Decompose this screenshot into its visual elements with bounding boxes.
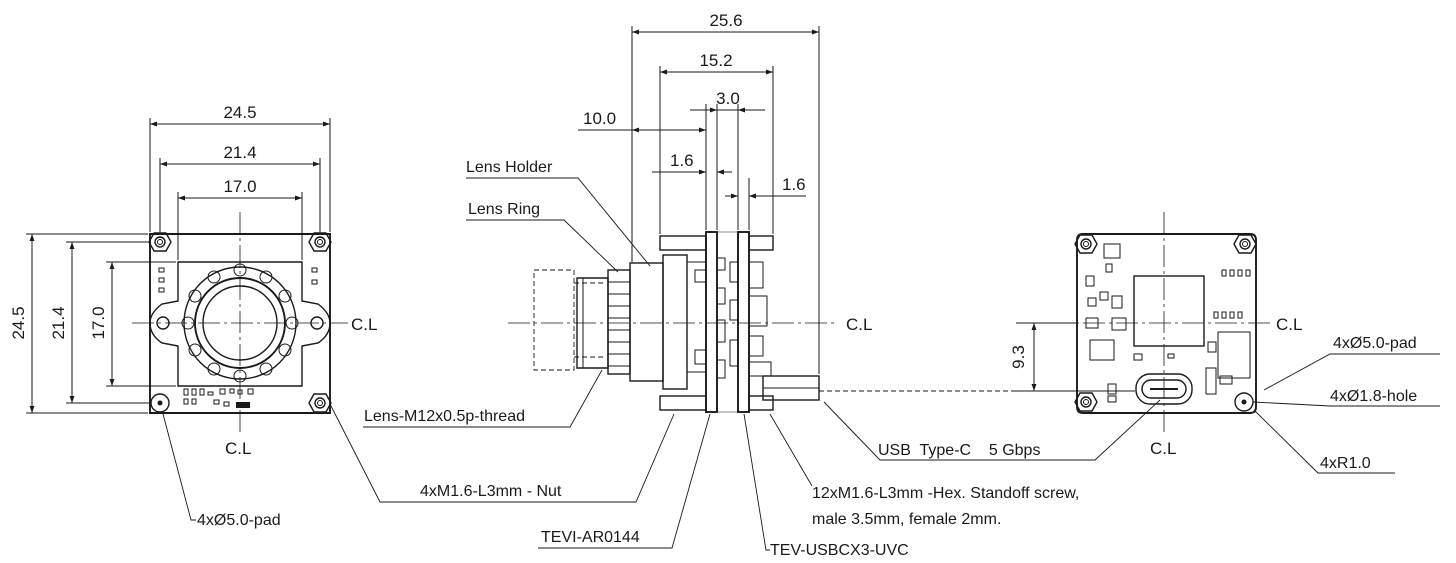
side-label-standoff-1: 12xM1.6-L3mm -Hex. Standoff screw,	[812, 485, 1079, 502]
side-dim-1-6-b: 1.6	[782, 175, 806, 194]
side-label-nut: 4xM1.6-L3mm - Nut	[420, 483, 562, 500]
side-pcb-usb	[737, 231, 750, 413]
side-dim-25-6: 25.6	[709, 11, 742, 30]
side-standoff-bottom-right	[748, 395, 774, 411]
side-label-tev-usb: TEV-USBCX3-UVC	[770, 542, 909, 559]
front-dim-w-mid: 21.4	[223, 143, 256, 162]
side-cl-label: C.L	[846, 315, 872, 334]
front-view: C.L C.L 24.5 21.4 17.0 24.5 21.4 17.0 4x…	[9, 103, 377, 529]
front-dim-h-outer: 24.5	[9, 306, 28, 339]
side-standoff-top-right	[748, 235, 774, 251]
side-lens-holder-base	[662, 254, 688, 390]
side-dim-1-6-a: 1.6	[670, 151, 694, 170]
side-label-lens-thread: Lens-M12x0.5p-thread	[364, 408, 525, 425]
back-label-radius: 4xR1.0	[1320, 455, 1371, 472]
side-label-tevi: TEVI-AR0144	[541, 529, 640, 546]
front-dim-w-outer: 24.5	[223, 103, 256, 122]
back-corner-nuts	[1074, 234, 1257, 412]
side-label-usb: USB Type-C 5 Gbps	[878, 442, 1040, 459]
front-module-body	[149, 261, 331, 387]
back-label-hole: 4xØ1.8-hole	[1330, 388, 1417, 405]
back-cl-v-label: C.L	[1150, 439, 1176, 458]
side-lens-holder	[629, 262, 664, 382]
side-board-gap	[716, 231, 739, 413]
front-dim-h-mid: 21.4	[49, 306, 68, 339]
side-label-lens-ring: Lens Ring	[468, 201, 540, 218]
front-dim-w-inner: 17.0	[223, 177, 256, 196]
side-standoff-bottom-left	[659, 395, 707, 411]
side-pcb-sensor	[705, 231, 718, 413]
side-label-standoff-2: male 3.5mm, female 2mm.	[812, 511, 1001, 528]
side-label-lens-holder: Lens Holder	[466, 159, 553, 176]
front-cl-v-label: C.L	[225, 439, 251, 458]
back-main-ic	[1133, 275, 1205, 347]
side-lens-ring-ribs	[608, 281, 630, 367]
front-cl-h-label: C.L	[351, 315, 377, 334]
side-view: C.L 25.6 15.2 3.0 10.0 1.6 1.6 Le	[329, 11, 1161, 559]
back-cl-h-label: C.L	[1276, 315, 1302, 334]
side-lens-ring	[607, 269, 631, 375]
side-dim-3-0: 3.0	[716, 89, 740, 108]
back-smd-parts	[1085, 243, 1251, 403]
back-board-outline	[1076, 233, 1257, 414]
front-pad-callout: 4xØ5.0-pad	[197, 512, 281, 529]
side-lens-extended	[533, 269, 575, 371]
side-dim-15-2: 15.2	[699, 51, 732, 70]
back-view: C.L C.L 9.3 4xØ5.0-pad 4xØ1.8-hole 4xR1.…	[1009, 212, 1440, 474]
back-label-pad: 4xØ5.0-pad	[1333, 335, 1417, 352]
back-dim-offset: 9.3	[1009, 345, 1028, 369]
side-standoff-top-left	[659, 235, 707, 251]
side-dim-10-0: 10.0	[583, 109, 616, 128]
front-board-outline	[149, 233, 331, 414]
front-dim-h-inner: 17.0	[89, 306, 108, 339]
front-corner-nuts	[148, 232, 332, 413]
front-smd-parts	[158, 267, 318, 408]
